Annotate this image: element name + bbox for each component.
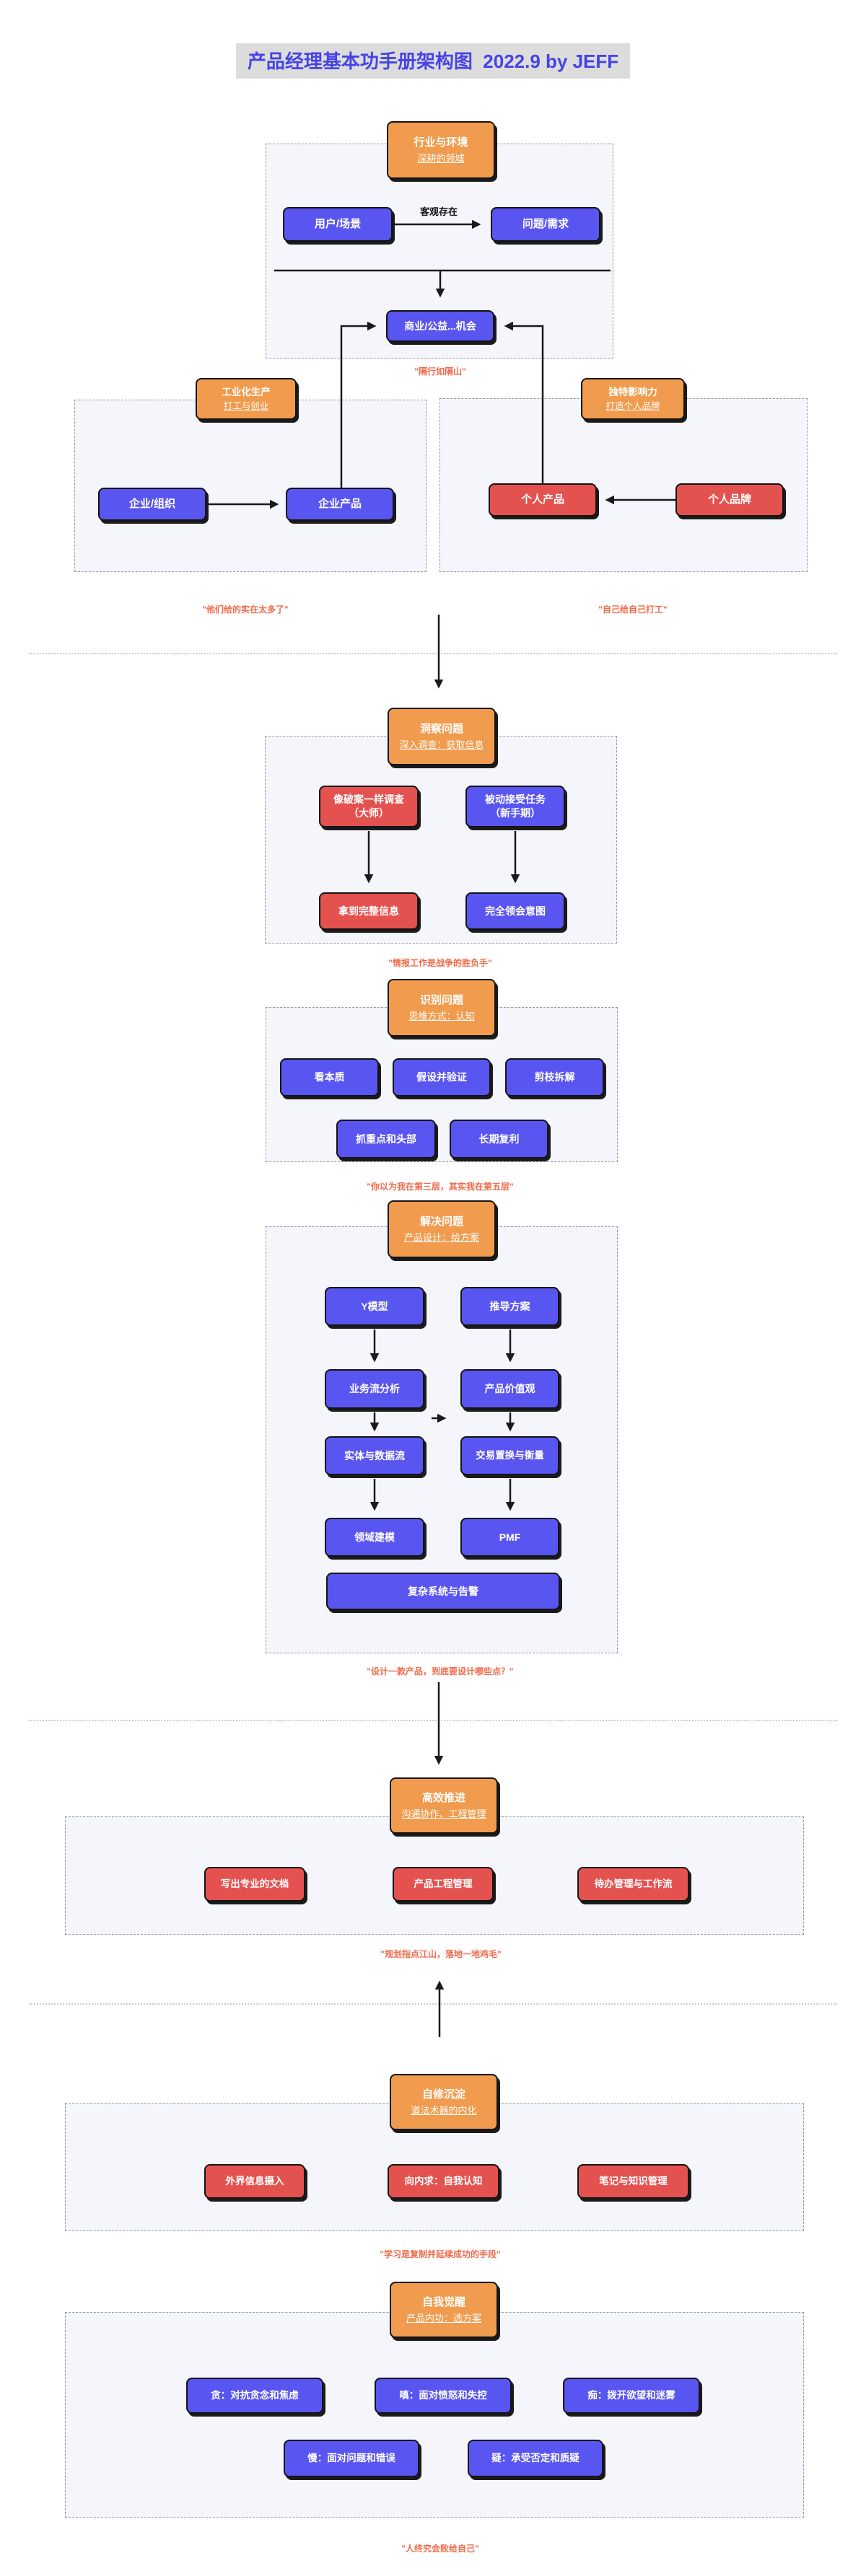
node-personal-brand: 个人品牌 xyxy=(675,483,784,516)
node-focus-head: 抓重点和头部 xyxy=(336,1120,436,1159)
quote-execute: "规划指点江山，落地一地鸡毛" xyxy=(380,1949,502,1959)
header-solve-title: 解决问题 xyxy=(419,1216,463,1228)
node-see-essence: 看本质 xyxy=(280,1058,379,1096)
node-entity-dataflow: 实体与数据流 xyxy=(325,1436,424,1475)
header-awaken-title: 自我觉醒 xyxy=(421,2296,465,2308)
header-industry-title: 行业与环境 xyxy=(414,136,468,149)
header-personal-title: 独特影响力 xyxy=(608,386,657,397)
header-personal: 独特影响力 打造个人品牌 xyxy=(581,378,685,420)
header-insight-title: 洞察问题 xyxy=(419,723,463,735)
header-personal-sub: 打造个人品牌 xyxy=(605,400,660,411)
header-execute: 高效推进 沟通协作、工程管理 xyxy=(390,1777,498,1834)
panel-awaken xyxy=(65,2312,804,2518)
node-org: 企业/组织 xyxy=(98,488,206,521)
quote-recognize: "你以为我在第三层，其实我在第五层" xyxy=(367,1182,514,1192)
header-awaken: 自我觉醒 产品内功：选方案 xyxy=(390,2282,498,2338)
node-professional-docs: 写出专业的文档 xyxy=(204,1867,305,1902)
edge-label-objective-existence: 客观存在 xyxy=(419,206,458,217)
node-todo-workflow: 待办管理与工作流 xyxy=(577,1867,689,1902)
quote-industry: "隔行如隔山" xyxy=(414,366,466,377)
quote-learn: "学习是复制并延续成功的手段" xyxy=(380,2249,501,2259)
quote-awaken: "人终究会败给自己" xyxy=(401,2544,479,2554)
node-opportunity: 商业/公益...机会 xyxy=(386,310,494,342)
node-pmf: PMF xyxy=(460,1518,559,1557)
dotted-separator-2 xyxy=(29,1720,837,1721)
node-investigate-master-line1: 像破案一样调查 xyxy=(333,794,404,806)
page-title-wrap: 产品经理基本功手册架构图 2022.9 by JEFF xyxy=(0,43,866,79)
header-company-title: 工业化生产 xyxy=(222,386,271,397)
dotted-separator-3 xyxy=(29,2003,837,2005)
node-notes-knowledge: 笔记与知识管理 xyxy=(577,2164,689,2199)
quote-solve: "设计一款产品，到底要设计哪些点？" xyxy=(367,1666,514,1676)
node-product-values: 产品价值观 xyxy=(460,1369,559,1409)
node-company-product: 企业产品 xyxy=(286,488,394,521)
node-passive-novice-line1: 被动接受任务 xyxy=(485,794,546,806)
node-investigate-master: 像破案一样调查 （大师） xyxy=(319,786,419,827)
header-company: 工业化生产 打工与创业 xyxy=(196,378,297,420)
header-awaken-sub: 产品内功：选方案 xyxy=(406,2312,481,2324)
node-complete-info: 拿到完整信息 xyxy=(319,892,419,930)
page-title: 产品经理基本功手册架构图 2022.9 by JEFF xyxy=(235,43,631,79)
header-company-sub: 打工与创业 xyxy=(223,400,269,411)
header-solve: 解决问题 产品设计：给方案 xyxy=(388,1200,496,1258)
node-problem-need: 问题/需求 xyxy=(491,207,600,242)
header-solve-sub: 产品设计：给方案 xyxy=(403,1231,479,1243)
header-execute-title: 高效推进 xyxy=(421,1792,465,1804)
header-industry: 行业与环境 深耕的领域 xyxy=(387,121,495,179)
node-greed: 贪：对抗贪念和焦虑 xyxy=(186,2378,323,2414)
header-recognize-title: 识别问题 xyxy=(419,994,463,1006)
node-investigate-master-line2: （大师） xyxy=(349,807,389,819)
header-recognize: 识别问题 思维方式：认知 xyxy=(388,979,496,1037)
header-insight: 洞察问题 深入调查：获取信息 xyxy=(388,708,496,765)
dotted-separator-1 xyxy=(29,653,837,654)
node-delusion: 痴：拨开欲望和迷雾 xyxy=(563,2378,700,2414)
node-external-info: 外界信息摄入 xyxy=(204,2164,305,2199)
node-passive-novice-line2: （新手期） xyxy=(490,807,541,819)
quote-personal: "自己给自己打工" xyxy=(598,605,668,615)
header-insight-sub: 深入调查：获取信息 xyxy=(399,739,484,750)
node-anger: 嗔：面对愤怒和失控 xyxy=(375,2378,512,2414)
node-self-cognition: 向内求：自我认知 xyxy=(388,2164,499,2199)
node-product-engineering: 产品工程管理 xyxy=(393,1867,494,1902)
header-learn-title: 自修沉淀 xyxy=(421,2088,465,2101)
node-passive-novice: 被动接受任务 （新手期） xyxy=(465,786,565,827)
header-learn-sub: 道法术器的内化 xyxy=(411,2104,477,2116)
header-recognize-sub: 思维方式：认知 xyxy=(408,1010,475,1021)
node-doubt: 疑：承受否定和质疑 xyxy=(468,2440,603,2477)
node-business-flow: 业务流分析 xyxy=(325,1369,424,1409)
node-personal-product: 个人产品 xyxy=(489,483,597,516)
quote-company: "他们给的实在太多了" xyxy=(202,605,289,615)
node-user-scene: 用户/场景 xyxy=(283,207,393,242)
node-hypothesize-verify: 假设并验证 xyxy=(393,1058,491,1096)
node-trade-tradeoff: 交易置换与衡量 xyxy=(460,1436,559,1475)
quote-insight: "情报工作是战争的胜负手" xyxy=(388,958,492,968)
node-arrogance: 慢：面对问题和错误 xyxy=(284,2440,419,2477)
panel-company xyxy=(74,400,427,572)
node-complex-system-alert: 复杂系统与告警 xyxy=(326,1573,560,1610)
header-industry-sub: 深耕的领域 xyxy=(417,152,465,164)
header-execute-sub: 沟通协作、工程管理 xyxy=(401,1808,486,1819)
node-grasp-intent: 完全领会意图 xyxy=(465,892,565,930)
node-prune-decompose: 剪枝拆解 xyxy=(505,1058,604,1096)
node-longterm-compound: 长期复利 xyxy=(450,1120,548,1159)
node-derive-plan: 推导方案 xyxy=(460,1287,559,1326)
node-y-model: Y模型 xyxy=(325,1287,424,1326)
node-domain-model: 领域建模 xyxy=(325,1518,424,1557)
header-learn: 自修沉淀 道法术器的内化 xyxy=(390,2074,498,2130)
